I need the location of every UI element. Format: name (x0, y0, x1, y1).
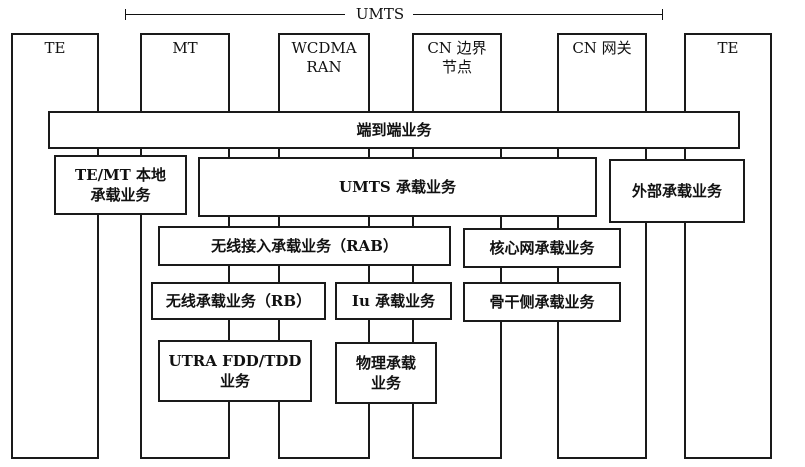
core-network-bearer-box: 核心网承载业务 (463, 228, 621, 268)
column-mt-label: MT (172, 39, 198, 57)
backbone-bearer-box: 骨干侧承载业务 (463, 282, 621, 322)
column-cn-gateway-label: CN 网关 (572, 39, 632, 57)
iu-bearer-label: Iu 承载业务 (351, 292, 436, 310)
umts-scope-bracket: UMTS (125, 5, 663, 23)
column-cn-edge-label-line2: 节点 (441, 58, 472, 76)
te-mt-local-bearer-box: TE/MT 本地 承载业务 (54, 155, 187, 215)
physical-bearer-line1: 物理承载 (355, 354, 416, 372)
umts-bracket-right-line (413, 14, 663, 15)
umts-scope-label: UMTS (355, 5, 405, 23)
column-te-left: TE (11, 33, 99, 459)
column-cn-edge-label-line1: CN 边界 (427, 39, 487, 57)
te-mt-local-bearer-line1: TE/MT 本地 (74, 166, 167, 184)
radio-access-bearer-box: 无线接入承载业务（RAB） (158, 226, 451, 266)
iu-bearer-box: Iu 承载业务 (335, 282, 452, 320)
column-te-right: TE (684, 33, 772, 459)
umts-bearer-service-label: UMTS 承载业务 (339, 178, 456, 196)
umts-bracket-left-line (125, 14, 345, 15)
end-to-end-service-label: 端到端业务 (356, 121, 432, 139)
external-bearer-service-box: 外部承载业务 (609, 159, 745, 223)
utra-service-line1: UTRA FDD/TDD (168, 352, 302, 370)
column-wcdma-ran-label-line1: WCDMA (291, 39, 357, 57)
umts-bearer-service-box: UMTS 承载业务 (198, 157, 597, 217)
utra-fdd-tdd-service-box: UTRA FDD/TDD 业务 (158, 340, 312, 402)
te-mt-local-bearer-line2: 承载业务 (90, 186, 151, 204)
external-bearer-service-label: 外部承载业务 (631, 182, 722, 200)
umts-bracket-right-tick (662, 9, 663, 20)
radio-bearer-label: 无线承载业务（RB） (165, 292, 312, 310)
column-te-left-label: TE (44, 39, 66, 57)
radio-access-bearer-label: 无线接入承载业务（RAB） (211, 237, 398, 255)
radio-bearer-box: 无线承载业务（RB） (151, 282, 326, 320)
column-wcdma-ran-label-line2: RAN (306, 58, 342, 76)
column-te-right-label: TE (717, 39, 739, 57)
core-network-bearer-label: 核心网承载业务 (489, 239, 595, 257)
utra-service-line2: 业务 (219, 372, 250, 390)
physical-bearer-line2: 业务 (370, 374, 401, 392)
backbone-bearer-label: 骨干侧承载业务 (489, 293, 595, 311)
end-to-end-service-box: 端到端业务 (48, 111, 740, 149)
physical-bearer-service-box: 物理承载 业务 (335, 342, 437, 404)
